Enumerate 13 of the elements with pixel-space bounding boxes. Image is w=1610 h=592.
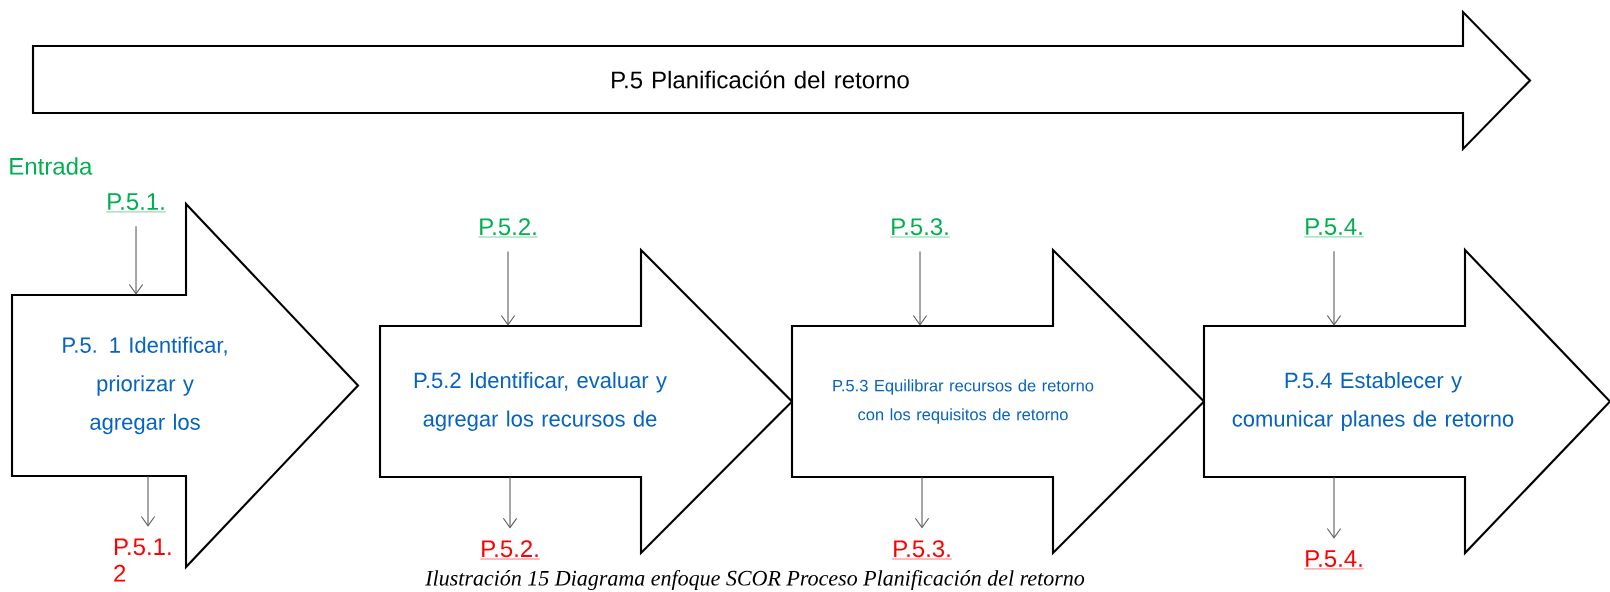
arrow: [140, 475, 156, 527]
arrow: [128, 225, 144, 295]
arrow: [1326, 250, 1342, 326]
code-label: P.5.4.: [1303, 218, 1365, 238]
arrow: [912, 250, 928, 326]
code-label: P.5.2.: [477, 218, 539, 238]
arrow: [502, 476, 518, 529]
arrow: [1326, 476, 1342, 539]
code-label: P.5.3.: [889, 218, 951, 238]
arrow: [914, 476, 930, 529]
caption: Ilustración 15 Diagrama enfoque SCOR Proceso Planificación del retorno: [425, 569, 1085, 591]
arrow: [500, 250, 516, 326]
input-label: Entrada: [10, 157, 93, 175]
